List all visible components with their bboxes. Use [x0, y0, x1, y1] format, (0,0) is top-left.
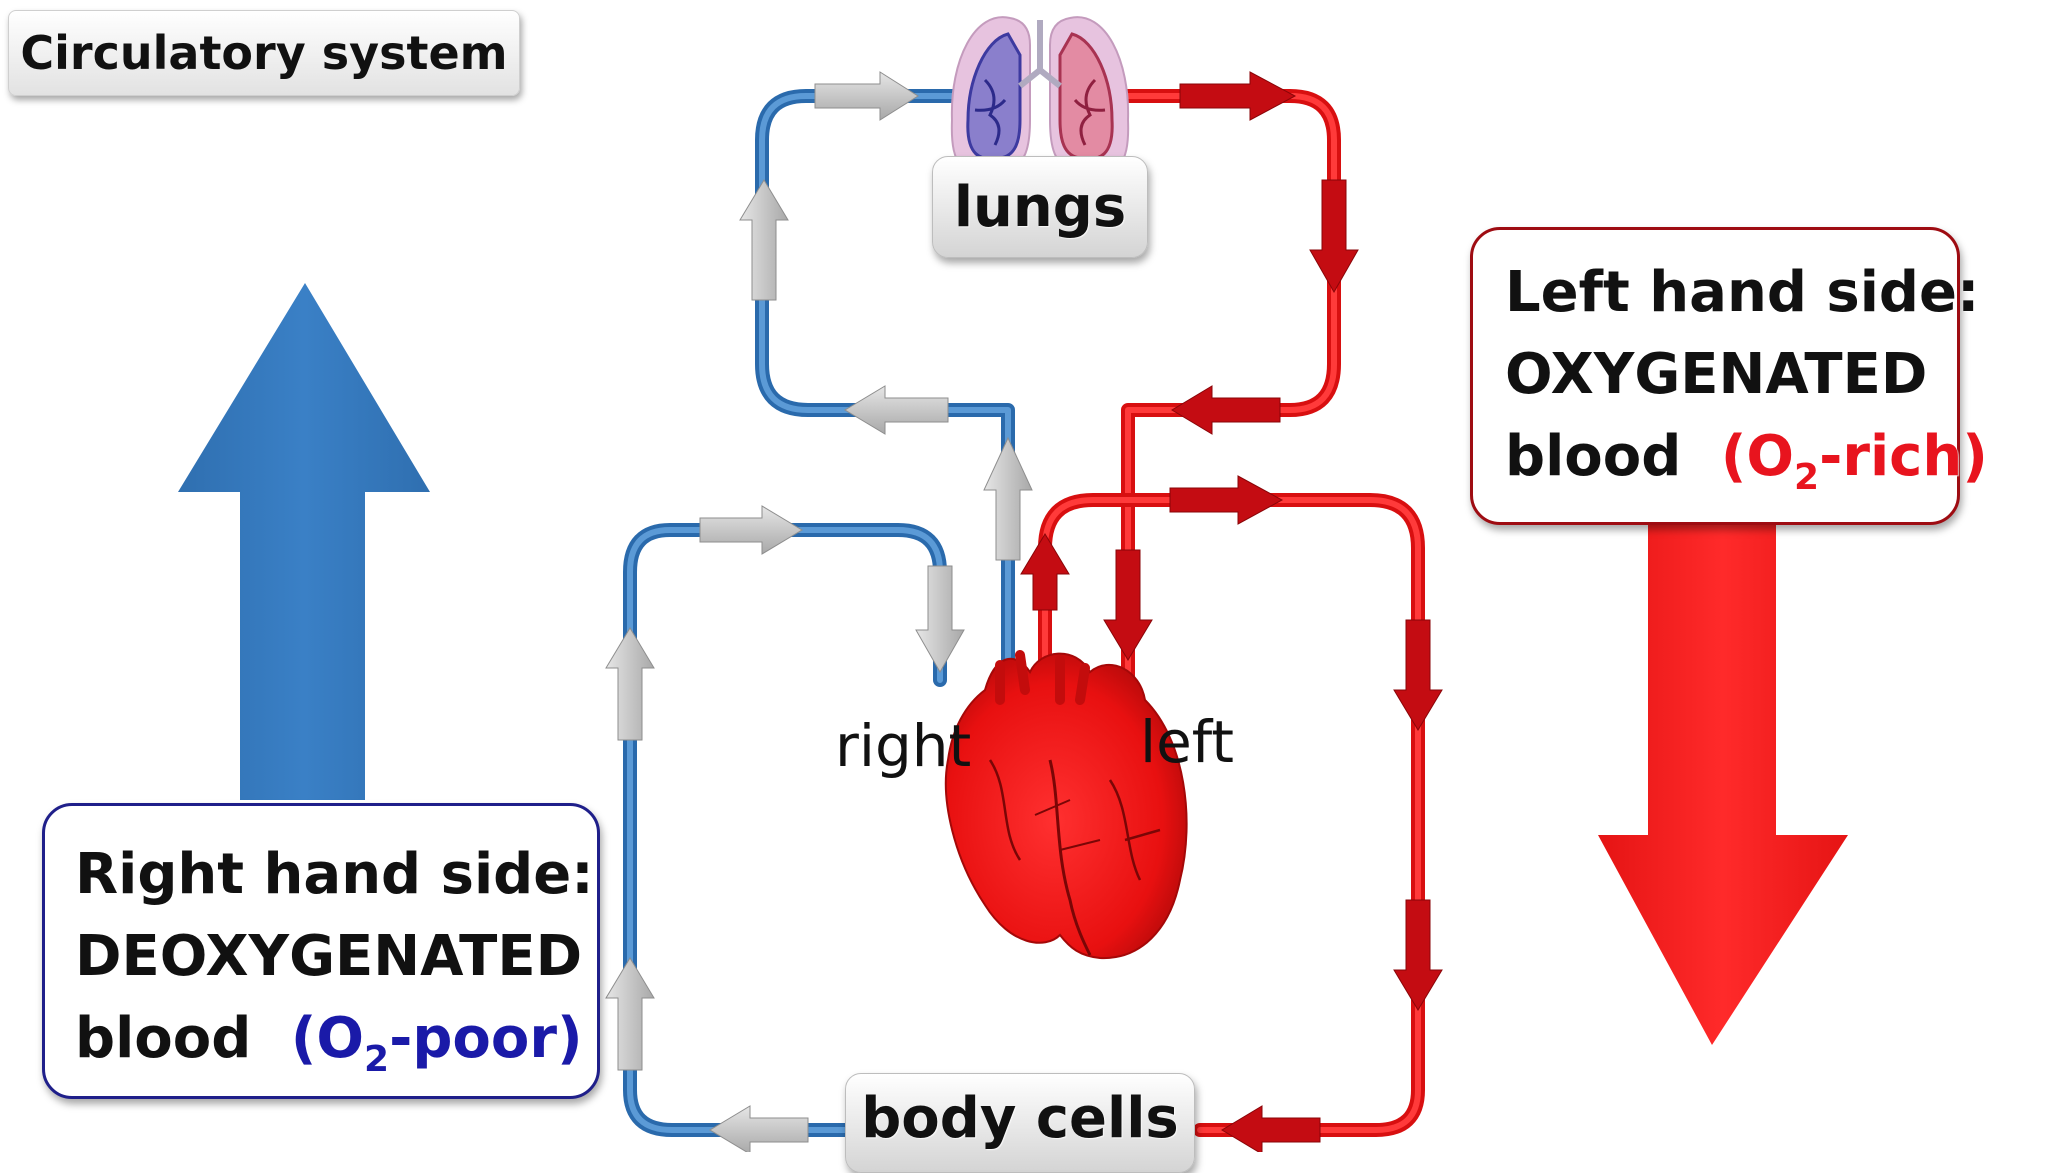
gray-flow-arrows	[605, 71, 1033, 1152]
flow-arrow	[605, 627, 655, 741]
flow-arrow	[699, 505, 803, 555]
right-side-heading: Right hand side:	[75, 842, 594, 907]
left-side-blood: blood	[1505, 424, 1682, 489]
o2-open: (O	[1720, 424, 1795, 489]
page-title: Circulatory system	[8, 10, 520, 96]
systemic-deoxygenated-vessel	[623, 523, 947, 1137]
flow-arrow	[1309, 179, 1359, 294]
lungs-icon	[950, 16, 1130, 175]
flow-arrow	[915, 565, 965, 674]
heart-icon	[944, 650, 1188, 960]
flow-arrow	[1179, 71, 1297, 121]
right-side-blood-line: blood (O2-poor)	[75, 998, 594, 1101]
flow-arrow	[844, 385, 949, 435]
flow-arrow	[1393, 899, 1443, 1011]
flow-arrow	[1393, 619, 1443, 731]
body-cells-label: body cells	[845, 1073, 1195, 1173]
flow-arrow	[1020, 533, 1070, 611]
flow-arrow	[1221, 1105, 1321, 1152]
pulmonary-oxygenated-vessel	[1073, 89, 1341, 697]
flow-arrow	[605, 957, 655, 1071]
right-side-panel: Right hand side: DEOXYGENATED blood (O2-…	[42, 803, 600, 1099]
o2-close: -rich)	[1819, 424, 1988, 489]
left-side-blood-line: blood (O2-rich)	[1505, 416, 1988, 519]
right-side-o2: (O2-poor)	[290, 1006, 583, 1080]
flow-arrow	[1171, 385, 1281, 435]
right-side-state: DEOXYGENATED	[75, 924, 583, 989]
pulmonary-deoxygenated-vessel	[755, 89, 1015, 672]
right-side-blood: blood	[75, 1006, 252, 1071]
o2-open: (O	[290, 1006, 365, 1071]
left-side-panel: Left hand side: OXYGENATED blood (O2-ric…	[1470, 227, 1988, 525]
o2-sub: 2	[364, 1039, 390, 1080]
flow-arrow	[814, 71, 919, 121]
flow-arrow	[709, 1105, 809, 1152]
big-down-arrow	[1598, 520, 1848, 1045]
lungs-label: lungs	[932, 156, 1148, 258]
flow-arrow	[1103, 549, 1153, 661]
o2-sub: 2	[1794, 457, 1820, 498]
heart-right-label: right	[835, 712, 972, 780]
systemic-oxygenated-vessel	[1038, 493, 1425, 1137]
left-side-o2: (O2-rich)	[1720, 424, 1988, 498]
red-flow-arrows	[1020, 71, 1443, 1152]
big-up-arrow	[178, 283, 430, 800]
flow-arrow	[739, 179, 789, 301]
left-side-state: OXYGENATED	[1505, 342, 1928, 407]
o2-close: -poor)	[389, 1006, 583, 1071]
flow-arrow	[983, 436, 1033, 561]
flow-arrow	[1169, 475, 1284, 525]
heart-left-label: left	[1140, 708, 1234, 776]
left-side-heading: Left hand side:	[1505, 260, 1980, 325]
